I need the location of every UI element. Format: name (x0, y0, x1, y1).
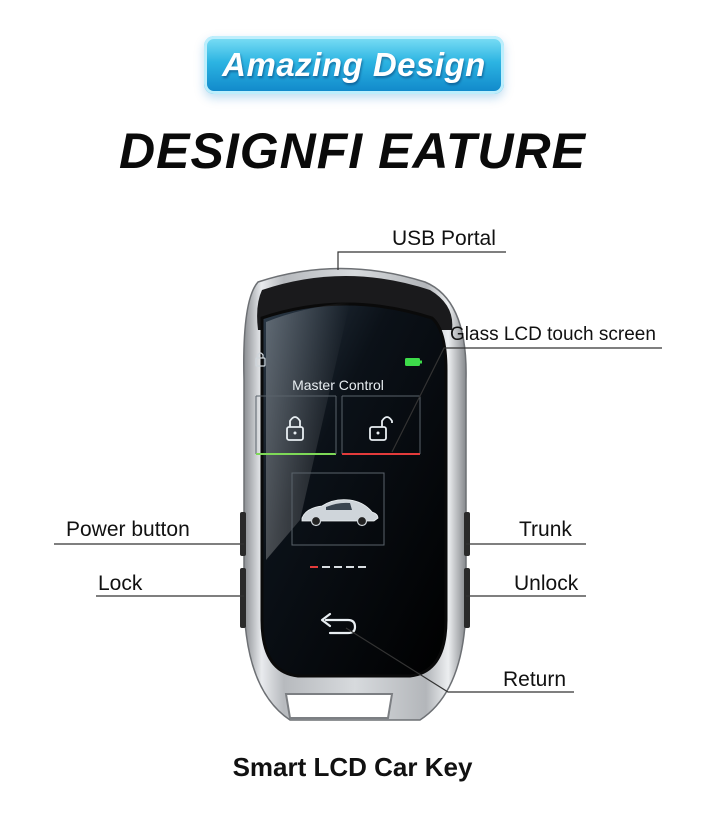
lcd-touch-screen[interactable] (260, 302, 448, 678)
label-return: Return (503, 668, 567, 691)
label-unlock: Unlock (514, 572, 579, 595)
unlock-icon (369, 416, 393, 441)
lock-tile[interactable] (255, 395, 337, 455)
lock-side-button[interactable] (240, 568, 246, 628)
power-button[interactable] (240, 512, 246, 556)
callout-lines (54, 251, 662, 693)
key-ring-slot (284, 693, 394, 719)
product-caption: Smart LCD Car Key (232, 752, 473, 782)
label-glass-lcd: Glass LCD touch screen (450, 324, 656, 345)
page-indicator (310, 566, 366, 568)
label-lock: Lock (98, 572, 143, 595)
label-usb-portal: USB Portal (392, 227, 496, 250)
badge-text: Amazing Design (222, 46, 486, 83)
lock-icon (286, 416, 304, 441)
unlock-tile[interactable] (341, 395, 421, 455)
trunk-side-button[interactable] (464, 512, 470, 556)
car-tile[interactable] (291, 472, 385, 546)
page-headline: DESIGNFI EATURE (119, 123, 586, 179)
screen-title: Master Control (292, 377, 384, 393)
battery-icon (405, 358, 422, 366)
car-icon (301, 499, 379, 527)
amazing-design-badge: Amazing Design (204, 36, 504, 94)
return-arrow-icon[interactable] (320, 612, 357, 635)
small-lock-icon (255, 352, 266, 367)
label-power-button: Power button (66, 518, 190, 541)
label-trunk: Trunk (519, 518, 572, 541)
unlock-side-button[interactable] (464, 568, 470, 628)
